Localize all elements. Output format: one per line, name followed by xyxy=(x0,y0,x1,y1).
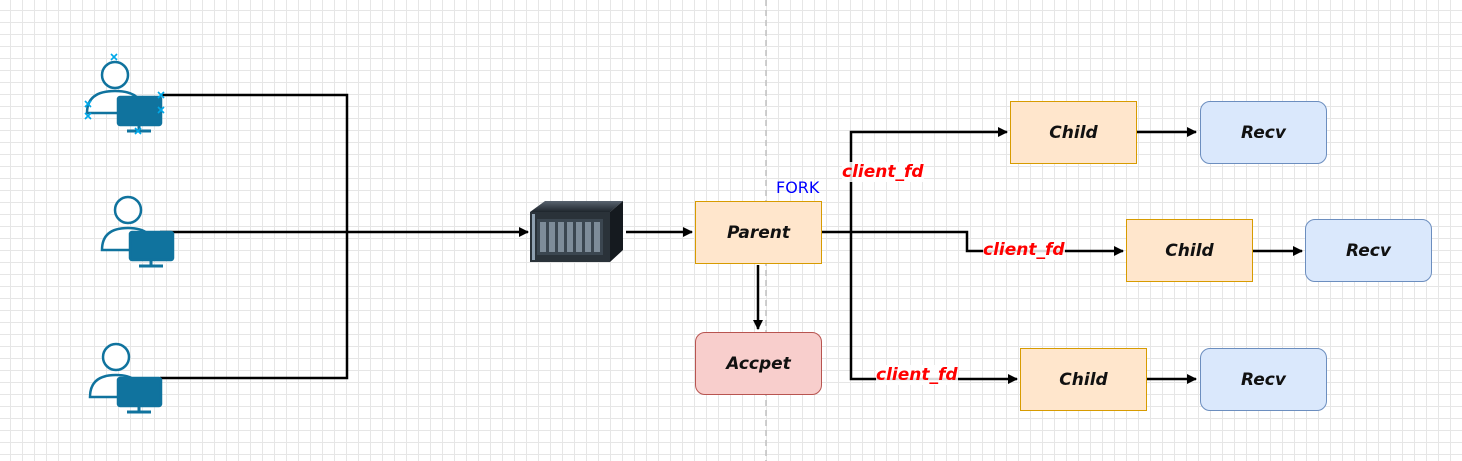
edge-label-client-fd-1: client_fd xyxy=(842,162,924,182)
recv-node-2[interactable]: Recv xyxy=(1305,219,1432,282)
accept-node[interactable]: Accpet xyxy=(695,332,822,395)
edge-parent-child3[interactable] xyxy=(849,232,1018,384)
user-computer-icon[interactable] xyxy=(84,53,165,135)
edge-user3-server[interactable] xyxy=(160,232,349,380)
user-connectors xyxy=(160,93,763,380)
user-computer-icon[interactable] xyxy=(100,195,175,268)
child-node-2[interactable]: Child xyxy=(1126,219,1253,282)
user-computer-icon[interactable] xyxy=(88,342,163,414)
parent-node[interactable]: Parent xyxy=(695,201,822,264)
recv-node-1[interactable]: Recv xyxy=(1200,101,1327,164)
selection-handles-icon xyxy=(84,53,165,135)
server-icon[interactable] xyxy=(530,201,623,262)
fork-label: FORK xyxy=(776,178,820,197)
edge-label-client-fd-2: client_fd xyxy=(983,240,1065,260)
recv-node-3[interactable]: Recv xyxy=(1200,348,1327,411)
child-node-3[interactable]: Child xyxy=(1020,348,1147,411)
child-node-1[interactable]: Child xyxy=(1010,101,1137,164)
edge-user1-server[interactable] xyxy=(160,93,349,232)
edge-label-client-fd-3: client_fd xyxy=(876,365,958,385)
edge-parent-child1[interactable] xyxy=(849,127,1008,232)
